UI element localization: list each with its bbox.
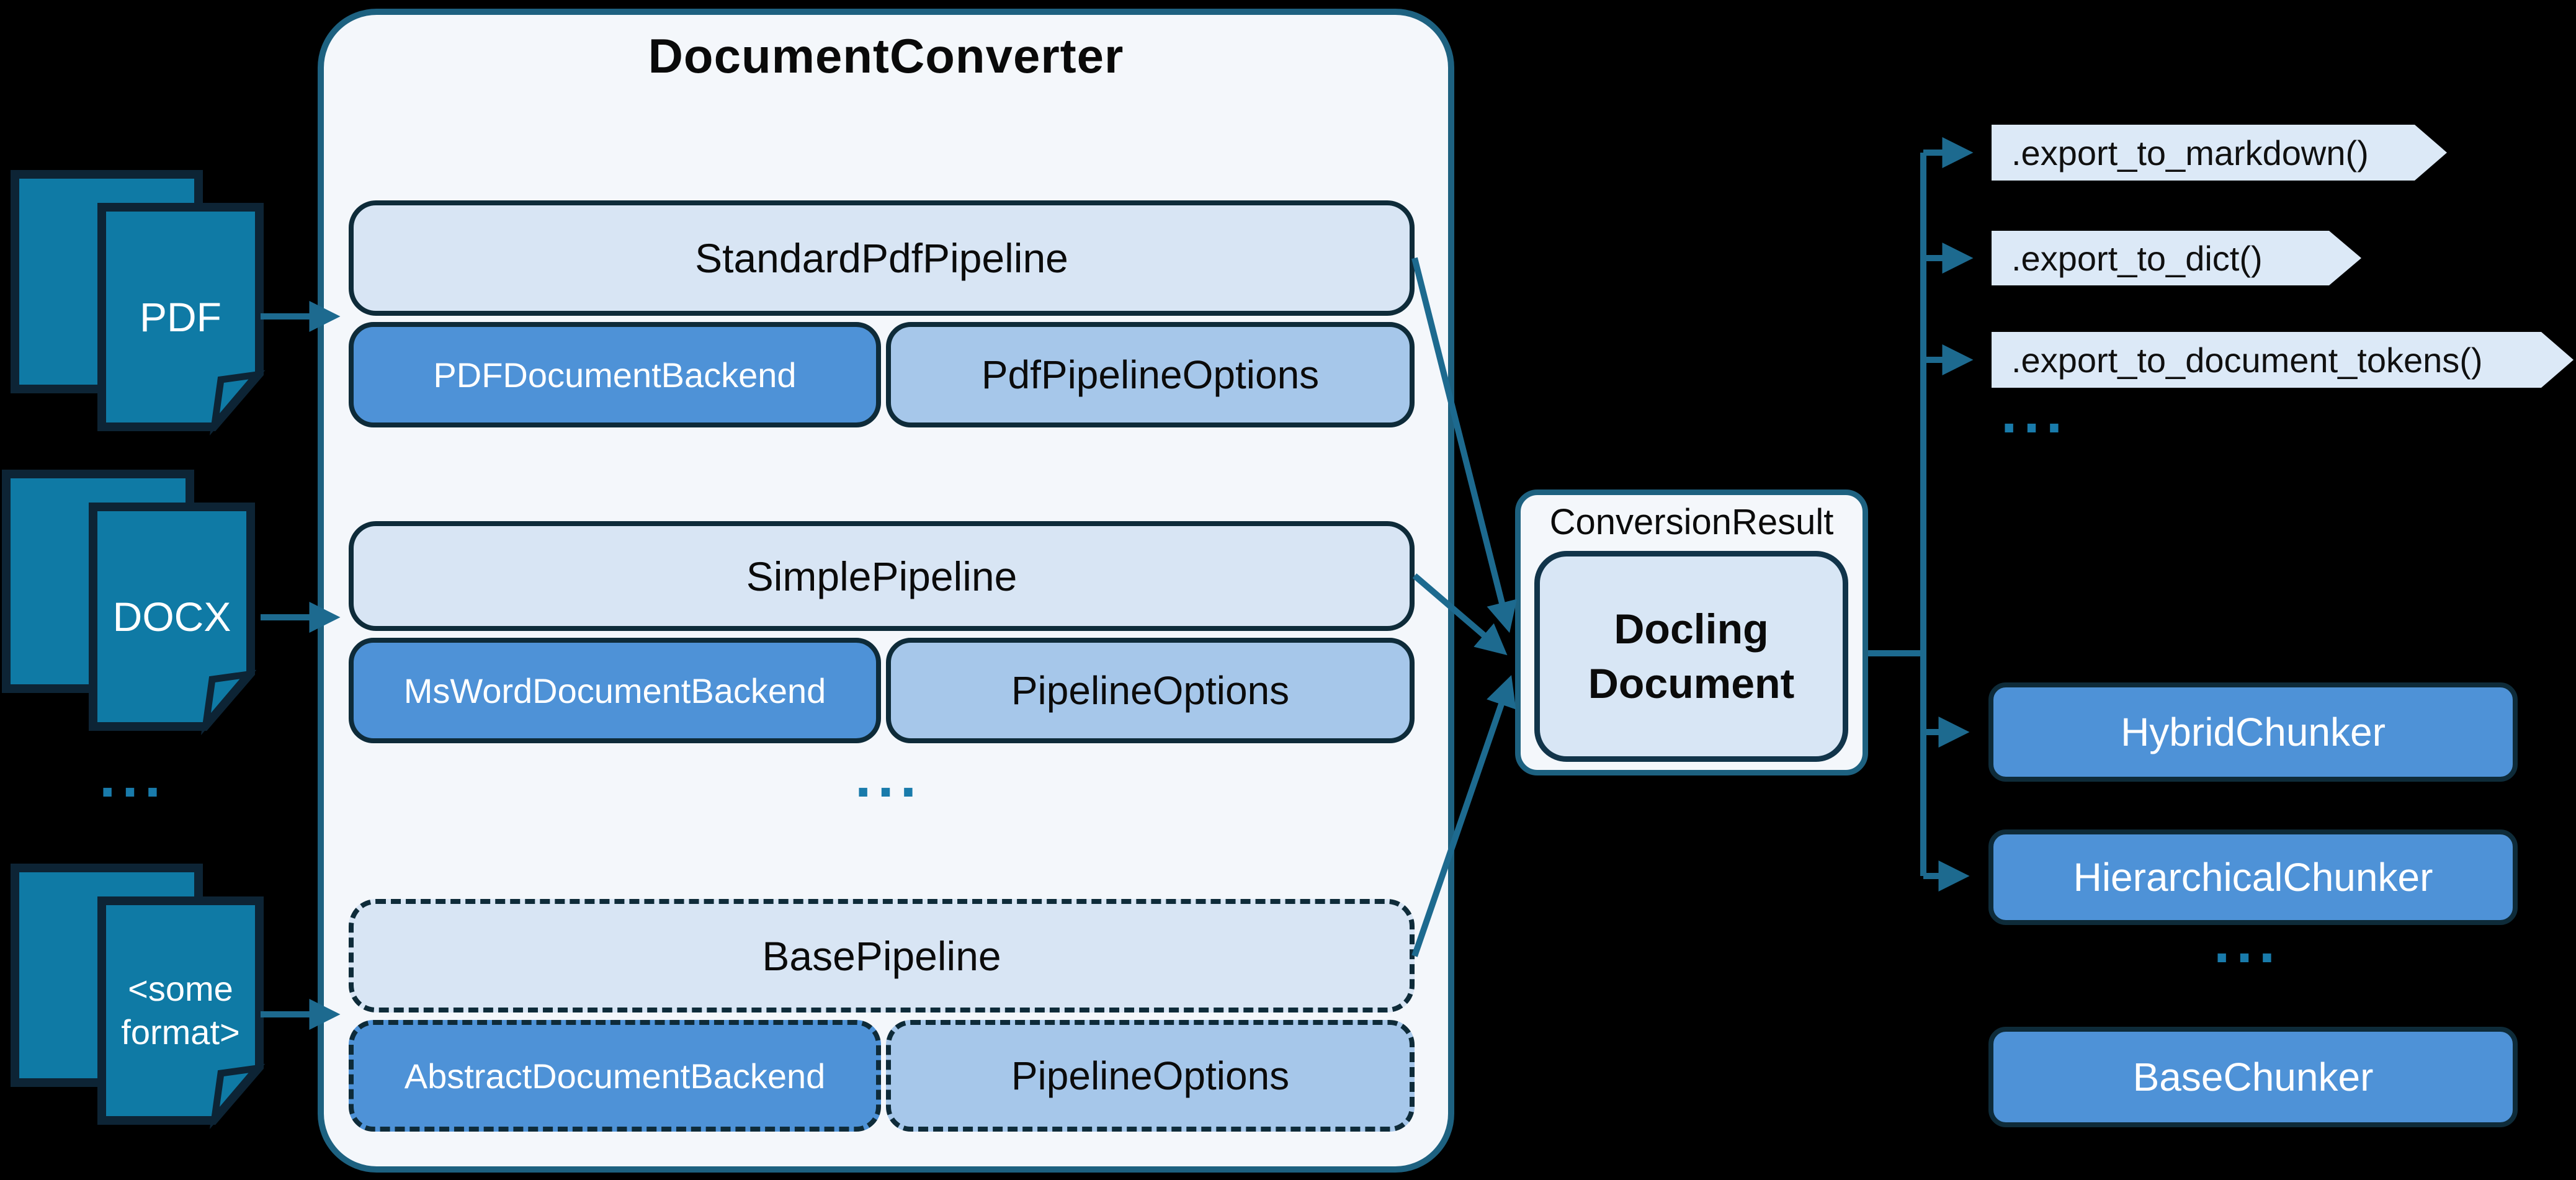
some-format-line2: format> bbox=[121, 1012, 240, 1052]
input-ellipsis: ... bbox=[99, 744, 168, 810]
docling-document-line2: Document bbox=[1588, 660, 1795, 707]
hierarchical-chunker-box: HierarchicalChunker bbox=[1988, 829, 2518, 925]
conversion-result-label: ConversionResult bbox=[1549, 501, 1834, 542]
docx-file-icon: DOCX bbox=[0, 468, 261, 744]
hybrid-chunker-box: HybridChunker bbox=[1988, 682, 2518, 782]
some-format-file-label: <some format> bbox=[102, 901, 259, 1120]
exports-ellipsis: ... bbox=[2001, 380, 2069, 445]
options-pipeline-base: PipelineOptions bbox=[886, 1020, 1415, 1132]
page-fold-corner bbox=[209, 370, 266, 436]
export-to-document-tokens-tag: .export_to_document_tokens() bbox=[1992, 332, 2574, 388]
docling-document-line1: Docling bbox=[1614, 605, 1769, 653]
pipeline-simple: SimplePipeline bbox=[349, 521, 1415, 631]
pipeline-base: BasePipeline bbox=[349, 899, 1415, 1012]
backend-pdfdocument: PDFDocumentBackend bbox=[349, 322, 881, 427]
pipeline-standardpdf: StandardPdfPipeline bbox=[349, 200, 1415, 316]
pdf-file-label: PDF bbox=[140, 293, 221, 340]
pipelines-ellipsis: ... bbox=[855, 744, 923, 810]
some-format-line1: <some bbox=[128, 969, 233, 1008]
backend-msword: MsWordDocumentBackend bbox=[349, 638, 881, 743]
export-to-dict-tag: .export_to_dict() bbox=[1992, 231, 2361, 285]
export-to-markdown-tag: .export_to_markdown() bbox=[1992, 125, 2447, 181]
docling-document-box: Docling Document bbox=[1534, 551, 1848, 762]
document-converter-title: DocumentConverter bbox=[648, 28, 1124, 83]
base-chunker-box: BaseChunker bbox=[1988, 1027, 2518, 1127]
options-pipeline: PipelineOptions bbox=[886, 638, 1415, 743]
page-fold-corner bbox=[209, 1063, 266, 1129]
backend-abstractdocument: AbstractDocumentBackend bbox=[349, 1020, 881, 1132]
chunkers-ellipsis: ... bbox=[2214, 910, 2282, 975]
document-stack-icon bbox=[11, 170, 266, 436]
some-format-file-icon: <some format> bbox=[9, 862, 269, 1138]
pdf-file-icon: PDF bbox=[9, 169, 269, 445]
docx-file-label: DOCX bbox=[112, 593, 231, 640]
document-stack-icon bbox=[11, 864, 266, 1129]
document-stack-icon bbox=[2, 470, 257, 735]
page-fold-corner bbox=[200, 669, 257, 735]
options-pdfpipeline: PdfPipelineOptions bbox=[886, 322, 1415, 427]
